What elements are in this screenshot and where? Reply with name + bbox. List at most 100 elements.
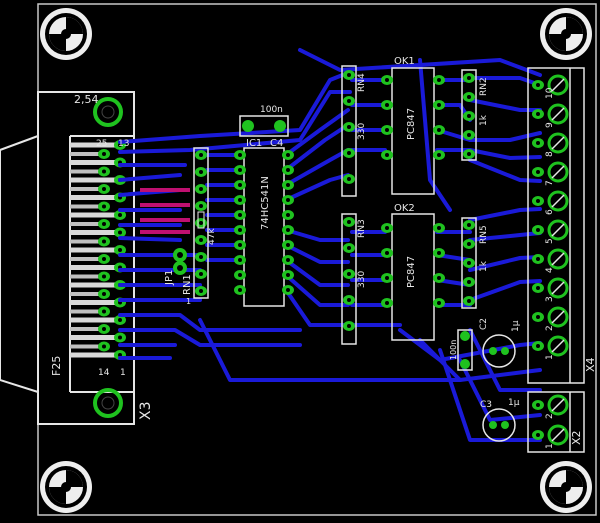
rn1-pad [195, 167, 207, 177]
rn1-pad [195, 218, 207, 228]
ic1-pad-left [234, 195, 246, 205]
rn1-pads [195, 150, 207, 296]
mounting-hole-bottom-right [540, 461, 592, 513]
rn-pad [343, 217, 355, 227]
ic1-pad-left [234, 180, 246, 190]
ok-pad-right [433, 150, 445, 160]
terminal-number-label: 4 [545, 267, 555, 273]
rn4-outline [341, 65, 357, 197]
terminal-screw [547, 248, 569, 270]
terminal-number-label: 1 [545, 354, 555, 360]
dsub-pad-top [114, 332, 126, 343]
terminal-solder-pad [532, 225, 544, 235]
dsub-pad-bottom [98, 166, 110, 177]
ic1-pad-right [282, 225, 294, 235]
terminal-number-label: 10 [545, 87, 555, 99]
ic1-pad-left [234, 225, 246, 235]
rn-pad [343, 70, 355, 80]
label-c3-value: 1µ [508, 398, 520, 408]
rn-pad [343, 321, 355, 331]
ic1-pads [234, 150, 294, 295]
label-rn2: RN2 [479, 77, 489, 96]
rn2-outline [461, 69, 477, 161]
traces-top [140, 188, 190, 234]
dsub-contact-top [70, 300, 115, 305]
label-pin14: 14 [98, 368, 110, 378]
terminal-number-label: 9 [545, 122, 555, 128]
terminal-solder-pad [532, 312, 544, 322]
label-pin13: 13 [118, 139, 129, 149]
label-ic1-part: 74HC541N [260, 176, 271, 230]
rn-pad [463, 220, 475, 230]
label-c2-value: 1µ [511, 320, 521, 332]
rn1-resistor-symbol [197, 211, 205, 229]
ok-pad-left [381, 125, 393, 135]
label-x2: X2 [570, 430, 583, 445]
dsub-pad-top [114, 227, 126, 238]
rn1-outline [193, 147, 209, 299]
label-x4: X4 [584, 357, 597, 372]
c1-pad-bottom [460, 359, 470, 369]
dsub-pad-bottom [98, 201, 110, 212]
terminal-screw [547, 190, 569, 212]
label-c2: C2 [479, 318, 489, 330]
ic1-pad-right [282, 240, 294, 250]
terminal-number-label: 1 [545, 443, 555, 449]
ic1-pad-right [282, 270, 294, 280]
rn1-pad [195, 150, 207, 160]
rn-pad [343, 295, 355, 305]
dsub-contact-top [70, 335, 115, 340]
terminal-solder-pad [532, 341, 544, 351]
x2-outline [527, 391, 585, 453]
rn-pad [463, 149, 475, 159]
label-rn3-value: 330 [357, 271, 367, 288]
ic1-pad-right [282, 255, 294, 265]
terminal-screw [547, 394, 569, 416]
dsub-pad-bottom [98, 341, 110, 352]
terminal-solder-pad [532, 283, 544, 293]
label-rn5: RN5 [479, 225, 489, 244]
rn-pad [463, 73, 475, 83]
dsub-contact-top [70, 230, 115, 235]
rn1-pad [195, 184, 207, 194]
ok-pad-right [433, 100, 445, 110]
label-47k: 47k [207, 228, 217, 245]
terminal-number-label: 8 [545, 151, 555, 157]
rn-pad [463, 239, 475, 249]
terminal-number-label: 3 [545, 296, 555, 302]
traces-bottom [118, 48, 542, 442]
label-pin25: 25 [96, 139, 107, 149]
ic1-pad-left [234, 255, 246, 265]
label-ic1: IC1 [246, 138, 262, 149]
terminal-solder-pad [532, 430, 544, 440]
dsub-contact-top [70, 160, 115, 165]
label-jp1: JP1 [164, 270, 175, 286]
terminal-number-label: 6 [545, 209, 555, 215]
x4-outline [527, 67, 585, 384]
connector-x3-screw-top [93, 97, 123, 127]
rn-pad [343, 96, 355, 106]
ok-pad-right [433, 248, 445, 258]
dsub-contact-bottom [70, 187, 102, 191]
dsub-contact-bottom [70, 222, 102, 226]
dsub-contact-bottom [70, 239, 102, 244]
dsub-pad-bottom [98, 184, 110, 194]
dsub-pad-bottom [98, 289, 110, 299]
terminal-number-label: 2 [545, 413, 555, 419]
rn-pad [463, 111, 475, 121]
label-ok2: OK2 [394, 203, 415, 214]
dsub-pad-top [114, 315, 126, 325]
ic1-pad-right [282, 210, 294, 220]
dsub-contact-top [70, 247, 115, 253]
dsub-pad-bottom [98, 149, 110, 159]
dsub-pad-bottom [98, 219, 110, 229]
dsub-contact-bottom [70, 344, 102, 349]
terminal-solder-pad [532, 400, 544, 410]
dsub-contact-bottom [70, 169, 102, 174]
ic1-pad-right [282, 165, 294, 175]
c1-outline [457, 329, 473, 371]
label-c4: C4 [270, 138, 283, 149]
